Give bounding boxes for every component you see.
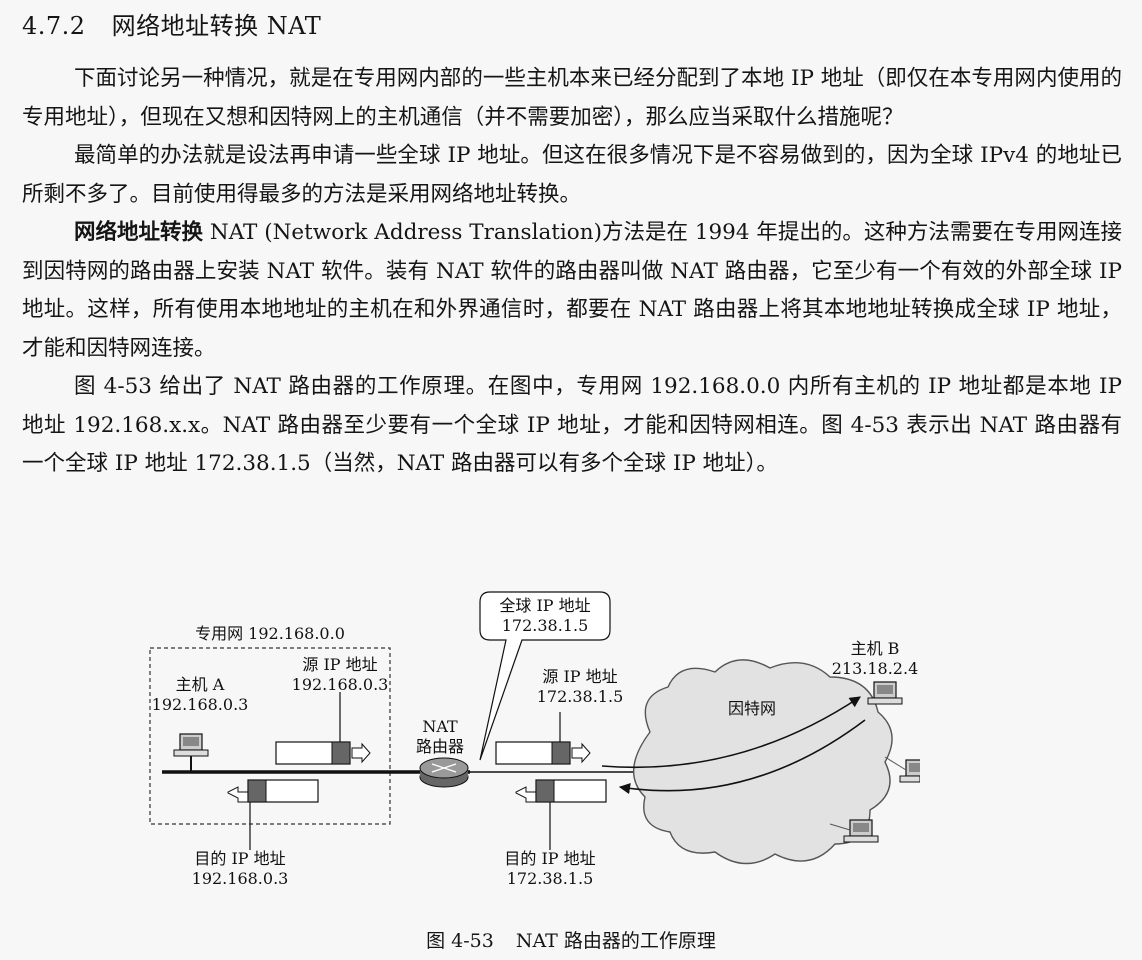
dst-right-label: 目的 IP 地址 (504, 849, 595, 868)
dst-left-ip: 192.168.0.3 (192, 869, 289, 888)
outbound-packet-right (495, 741, 591, 765)
router-icon (419, 757, 469, 788)
section-heading: 4.7.2 网络地址转换 NAT (22, 6, 321, 41)
internet-cloud (632, 659, 893, 865)
host-a-name: 主机 A (176, 675, 225, 694)
computer-icon (173, 733, 209, 772)
global-ip-callout (479, 591, 611, 761)
outbound-flow-arrow (601, 696, 861, 769)
paragraph-3-text: NAT (Network Address Translation)方法是在 19… (22, 220, 1122, 361)
router-label-router: 路由器 (416, 737, 464, 756)
dst-right-ip: 172.38.1.5 (507, 869, 594, 888)
computer-icon (899, 759, 920, 783)
nat-diagram: 专用网 192.168.0.0 主机 A 192.168.0.3 源 IP 地址… (149, 591, 920, 888)
figure-number: 图 4-53 (426, 930, 494, 952)
figure-title: NAT 路由器的工作原理 (515, 930, 716, 952)
section-title: 网络地址转换 NAT (111, 12, 322, 40)
paragraph-2: 最简单的办法就是设法再申请一些全球 IP 地址。但这在很多情况下是不容易做到的，… (22, 143, 1122, 207)
router-label-nat: NAT (422, 717, 458, 736)
outbound-packet-left (275, 741, 371, 765)
figure-4-53: 专用网 192.168.0.0 主机 A 192.168.0.3 源 IP 地址… (140, 582, 920, 912)
paragraph-1: 下面讨论另一种情况，就是在专用网内部的一些主机本来已经分配到了本地 IP 地址（… (22, 66, 1122, 130)
host-a-ip: 192.168.0.3 (152, 695, 249, 714)
figure-caption: 图 4-53 NAT 路由器的工作原理 (0, 926, 1142, 953)
global-ip-label: 全球 IP 地址 (499, 596, 590, 615)
link-line (829, 823, 851, 831)
host-b-name: 主机 B (851, 639, 900, 658)
computer-icon (843, 819, 879, 843)
inbound-packet-right (515, 779, 607, 803)
src-right-label: 源 IP 地址 (542, 667, 617, 686)
private-network-box (149, 647, 391, 825)
computer-icon (867, 681, 903, 705)
dst-left-label: 目的 IP 地址 (194, 849, 285, 868)
body-text: 下面讨论另一种情况，就是在专用网内部的一些主机本来已经分配到了本地 IP 地址（… (22, 60, 1122, 484)
private-network-label: 专用网 192.168.0.0 (195, 624, 345, 643)
src-left-ip: 192.168.0.3 (292, 675, 389, 694)
internet-label: 因特网 (728, 699, 776, 718)
src-right-ip: 172.38.1.5 (537, 687, 624, 706)
src-left-label: 源 IP 地址 (302, 655, 377, 674)
inbound-flow-arrow (618, 719, 866, 795)
inbound-packet-left (227, 779, 319, 803)
paragraph-4: 图 4-53 给出了 NAT 路由器的工作原理。在图中，专用网 192.168.… (22, 374, 1122, 476)
host-b-ip: 213.18.2.4 (832, 659, 919, 678)
link-line (884, 756, 907, 771)
section-number: 4.7.2 (22, 12, 86, 40)
paragraph-3: 网络地址转换 NAT (Network Address Translation)… (22, 214, 1122, 368)
key-term: 网络地址转换 (74, 220, 204, 245)
global-ip-value: 172.38.1.5 (502, 616, 589, 635)
